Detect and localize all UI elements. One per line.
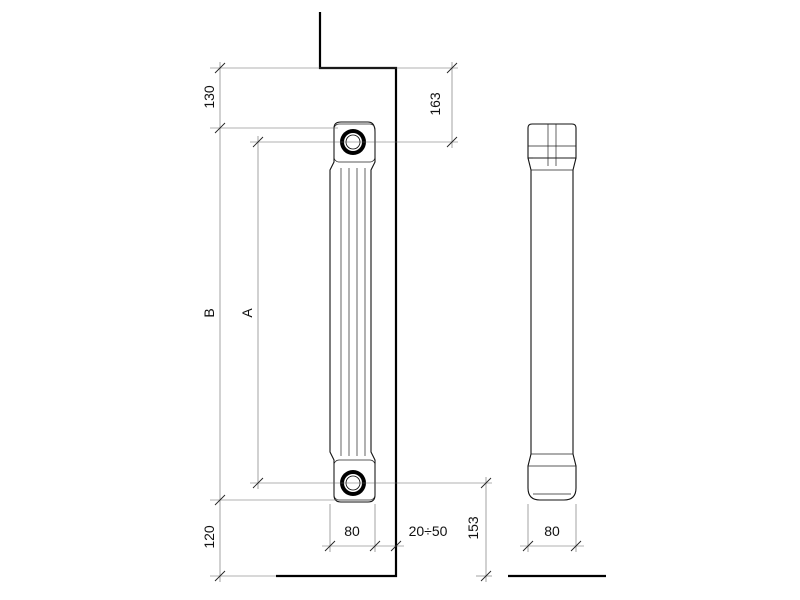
wall-profile — [276, 12, 398, 578]
dim-top-offset-label: 130 — [201, 85, 217, 109]
dim-width-label: 80 — [344, 523, 360, 539]
side-dimension-lines — [520, 504, 584, 552]
dim-b-label: B — [201, 308, 217, 317]
dim-bottom-to-axis-label: 153 — [465, 516, 481, 540]
radiator-front-view — [329, 121, 376, 503]
radiator-front-outline — [329, 121, 376, 503]
front-dimension-lines — [210, 62, 492, 582]
dim-wall-gap-label: 20÷50 — [409, 523, 448, 539]
radiator-side-view — [527, 123, 577, 501]
dim-depth-label: 80 — [544, 523, 560, 539]
dim-bottom-offset-label: 120 — [201, 525, 217, 549]
dim-a-label: A — [239, 308, 255, 318]
dim-top-to-axis-label: 163 — [427, 92, 443, 116]
